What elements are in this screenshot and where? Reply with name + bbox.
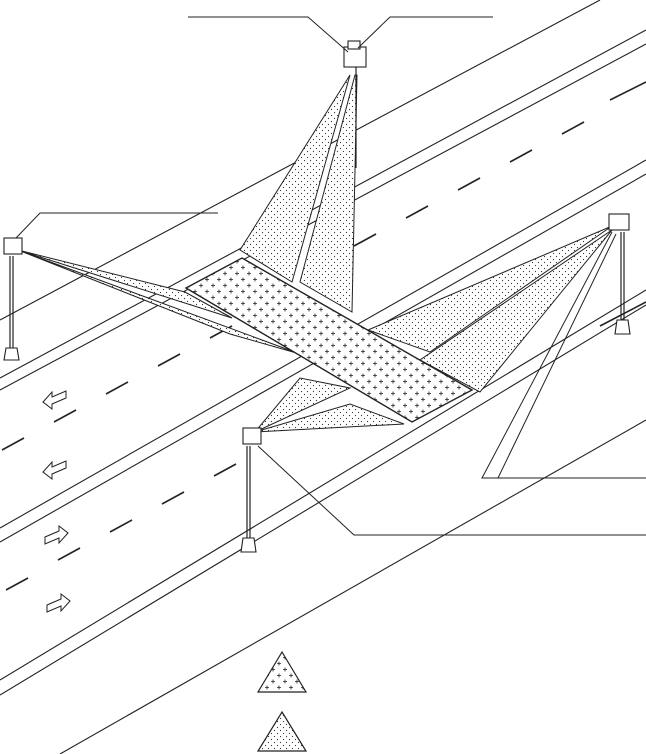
leader-line	[257, 445, 646, 536]
beam-right-lower	[419, 229, 613, 393]
camera-beams	[17, 74, 613, 433]
lane-dash	[1, 437, 25, 451]
lane-markings-lower	[5, 301, 646, 591]
arrow-left-icon	[42, 390, 67, 411]
lane-dash	[609, 81, 646, 101]
arrow-right-icon	[46, 592, 71, 613]
leader-lines	[15, 16, 646, 536]
arrow-right-icon	[44, 524, 69, 545]
leader-line	[15, 212, 218, 239]
cross-hatch-triangle-icon	[256, 650, 308, 693]
lane-dash	[161, 491, 185, 505]
lane-dash	[457, 177, 481, 191]
pole-base	[240, 537, 257, 553]
leader-line	[357, 16, 493, 49]
road-edge-line	[0, 304, 646, 696]
leader-line	[188, 16, 349, 53]
camera-icon	[608, 213, 630, 231]
camera-icon	[343, 46, 367, 68]
leader-line	[481, 231, 646, 479]
lane-dash	[109, 519, 133, 533]
leader-line	[497, 233, 617, 479]
camera-lens	[347, 40, 361, 50]
beam-right-upper	[366, 225, 613, 353]
beam-left-upper	[17, 249, 301, 355]
lane-dash	[53, 409, 77, 423]
lane-dash	[405, 205, 429, 219]
lane-dash	[599, 301, 646, 327]
lane-dash	[353, 233, 377, 247]
lane-dash	[213, 463, 237, 477]
pole-base	[614, 319, 631, 335]
lane-dash	[509, 149, 533, 163]
lane-dash	[561, 121, 585, 135]
detection-zone-crosswalk	[184, 257, 474, 423]
camera-right	[608, 213, 631, 335]
camera-icon	[3, 237, 23, 255]
dot-hatch-triangle-icon	[256, 710, 308, 752]
legend	[256, 650, 308, 752]
beam-bottom-left	[254, 377, 352, 433]
lane-dash	[157, 353, 181, 367]
pole-base	[3, 347, 20, 361]
arrow-left-icon	[42, 460, 67, 481]
road-edge-line	[59, 419, 646, 754]
camera-left	[3, 237, 23, 361]
traffic-arrows	[42, 390, 71, 613]
camera-bottom	[240, 427, 262, 553]
beam-bottom-right	[254, 403, 405, 433]
camera-top	[343, 40, 367, 168]
beam-left-lower	[17, 249, 233, 319]
camera-icon	[242, 427, 262, 445]
lane-dash	[57, 547, 81, 561]
lane-dash	[105, 381, 129, 395]
road-edge-line	[0, 289, 646, 681]
lane-dash	[5, 577, 29, 591]
beam-top-left	[239, 74, 351, 283]
